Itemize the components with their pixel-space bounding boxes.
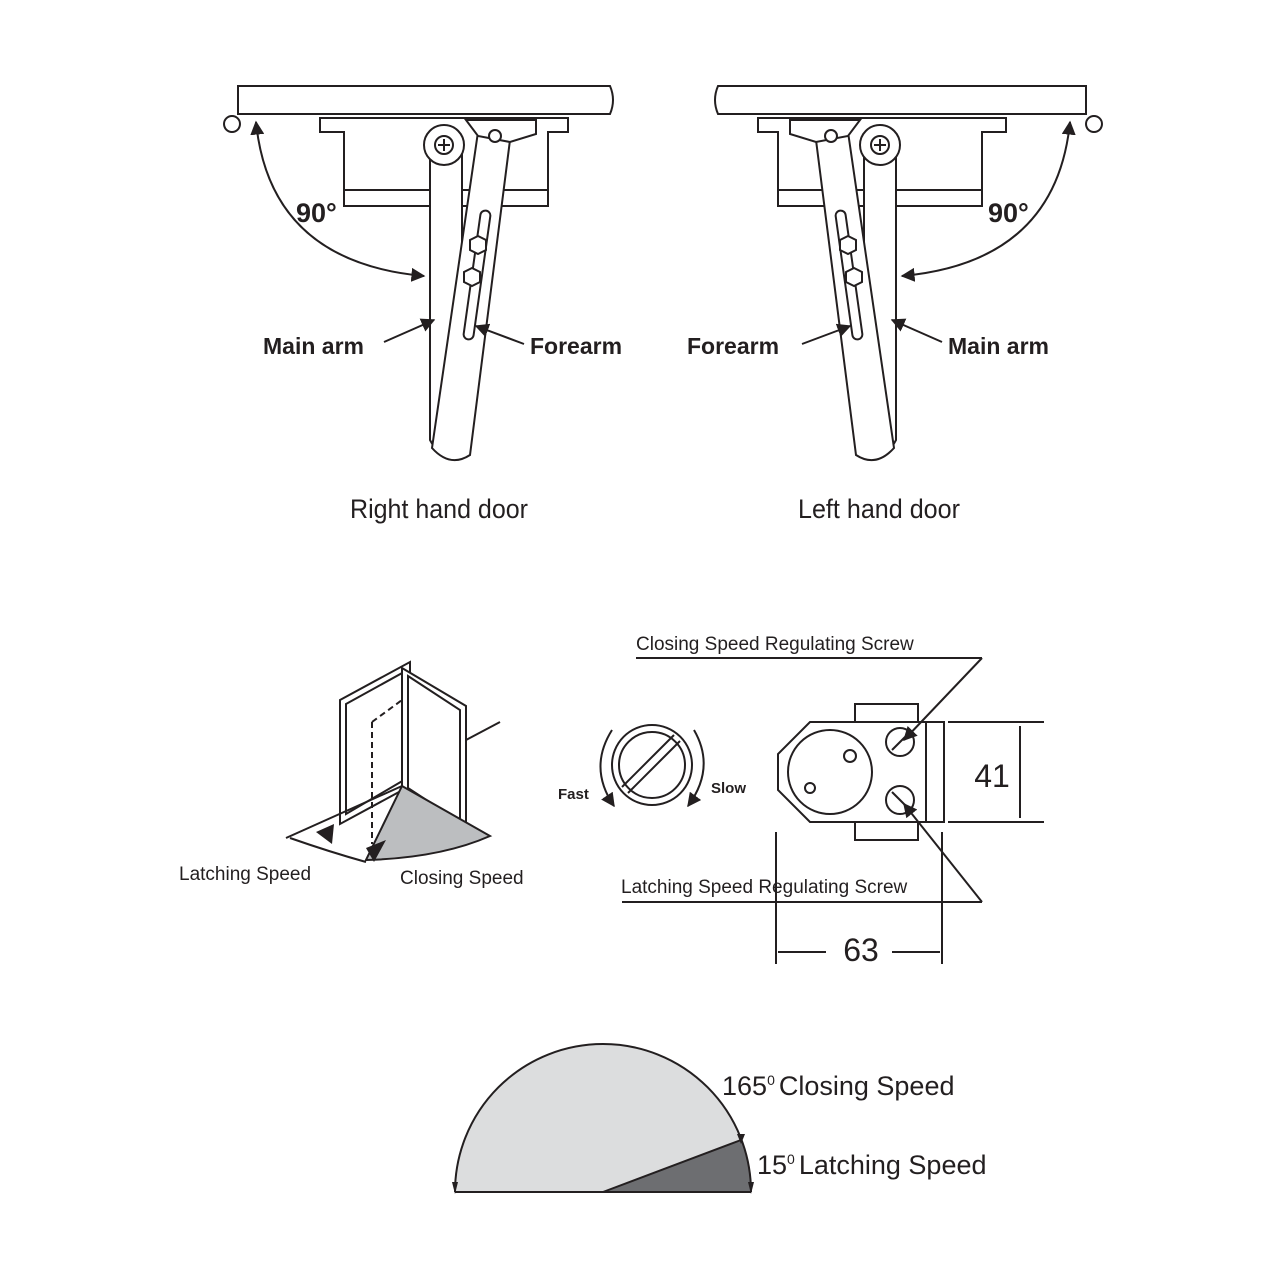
closing-arrow-icon <box>366 840 386 862</box>
pinion-hole <box>804 782 816 794</box>
pinion-hole <box>843 749 857 763</box>
right-hand-door-caption: Right hand door <box>350 494 528 524</box>
opening-angle-arc <box>250 120 426 282</box>
speed-zones-diagram: Latching Speed Closing Speed <box>179 660 524 889</box>
door-hinge <box>223 115 241 133</box>
forearm-leader <box>801 323 852 345</box>
bracket-pivot <box>488 129 502 143</box>
latching-screw-label: Latching Speed Regulating Screw <box>621 877 908 898</box>
latching-speed-label: Latching Speed <box>179 864 311 885</box>
fast-arrow-icon <box>599 729 615 808</box>
adjust-nut-top <box>839 234 857 256</box>
slow-arrow-icon <box>687 729 705 808</box>
slow-label: Slow <box>711 780 746 797</box>
main-arm-leader <box>383 318 436 343</box>
closer-endcap <box>925 721 945 823</box>
main-arm-leader <box>890 318 943 343</box>
latching-arrow-icon <box>316 824 334 844</box>
width-dimension-label: 63 <box>843 932 879 968</box>
forearm-bracket <box>789 119 862 144</box>
adjust-nut-bottom <box>845 266 863 288</box>
adjust-nut-top <box>469 234 487 256</box>
forearm-label: Forearm <box>530 333 622 359</box>
bracket-pivot <box>824 129 838 143</box>
speed-valve-diagram: Fast Slow <box>558 724 746 808</box>
right-hand-door-diagram: 90° Main arm Forearm Right hand door <box>223 85 622 524</box>
closer-body-top-view: Closing Speed Regulating Screw Latching … <box>621 634 1044 968</box>
closing-screw-label: Closing Speed Regulating Screw <box>636 634 914 655</box>
opening-angle-arc <box>900 120 1076 282</box>
left-hand-door-diagram: 90° Main arm Forearm Left hand door <box>687 85 1103 524</box>
height-dimension-label: 41 <box>974 758 1010 794</box>
latching-arc <box>289 837 367 863</box>
closing-speed-label: Closing Speed <box>400 868 524 889</box>
valve-slot <box>627 740 681 794</box>
door-hinge <box>1085 115 1103 133</box>
door-frame <box>237 85 614 115</box>
main-arm-label: Main arm <box>948 333 1049 359</box>
forearm-leader <box>474 323 525 345</box>
opening-angle-label: 90° <box>988 198 1029 228</box>
fast-label: Fast <box>558 786 589 803</box>
valve-outer <box>611 724 693 806</box>
adjust-nut-bottom <box>463 266 481 288</box>
left-hand-door-caption: Left hand door <box>798 494 960 524</box>
main-arm-label: Main arm <box>263 333 364 359</box>
door-frame <box>714 85 1087 115</box>
closing-speed-sector <box>455 1044 751 1192</box>
forearm-bracket <box>464 119 537 144</box>
opening-angle-label: 90° <box>296 198 337 228</box>
forearm-label: Forearm <box>687 333 779 359</box>
pinion-boss <box>787 729 873 815</box>
